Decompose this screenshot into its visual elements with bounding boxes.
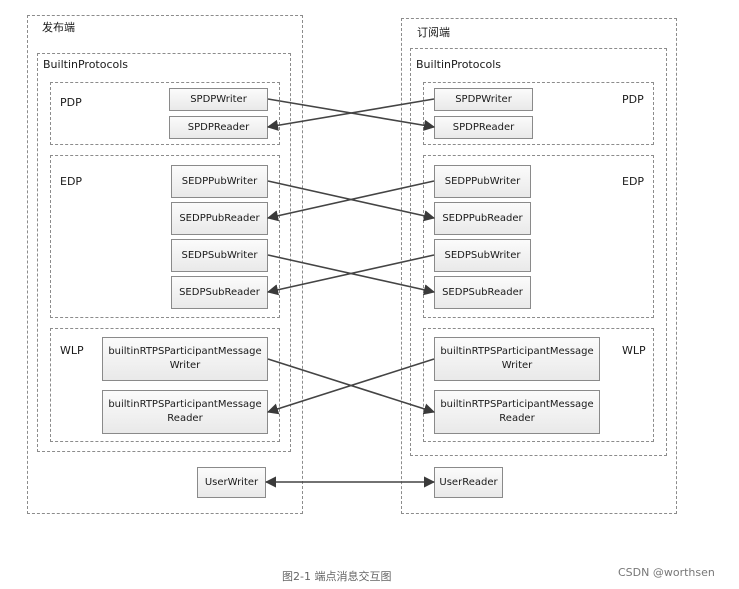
publisher-sedp-pub-writer: SEDPPubWriter	[171, 165, 268, 198]
subscriber-sedp-sub-writer-text: SEDPSubWriter	[444, 249, 521, 261]
publisher-builtin-label: BuiltinProtocols	[43, 58, 129, 71]
publisher-wlp-frame	[50, 328, 280, 442]
publisher-wlp-writer-line1: builtinRTPSParticipantMessage	[108, 346, 262, 357]
publisher-builtin-frame	[37, 53, 291, 452]
subscriber-spdp-writer: SPDPWriter	[434, 88, 533, 111]
publisher-sedp-sub-reader: SEDPSubReader	[171, 276, 268, 309]
publisher-title: 发布端	[42, 21, 75, 34]
subscriber-wlp-frame	[423, 328, 654, 442]
subscriber-edp-frame	[423, 155, 654, 318]
publisher-frame	[27, 15, 303, 514]
publisher-spdp-reader-text: SPDPReader	[187, 121, 250, 133]
subscriber-wlp-reader-line2: Reader	[499, 413, 535, 424]
subscriber-builtin-frame	[410, 48, 667, 456]
subscriber-pdp-frame	[423, 82, 654, 145]
subscriber-spdp-reader-text: SPDPReader	[452, 121, 515, 133]
figure-caption: 图2-1 端点消息交互图	[282, 570, 392, 583]
arrow-spdp-reader-to-writer	[266, 98, 435, 131]
subscriber-sedp-pub-writer-text: SEDPPubWriter	[444, 175, 521, 187]
arrow-sedp-pubreader-from-pubwriter	[266, 180, 435, 222]
publisher-sedp-sub-writer: SEDPSubWriter	[171, 239, 268, 272]
user-writer-text: UserWriter	[204, 476, 259, 488]
subscriber-sedp-sub-writer: SEDPSubWriter	[434, 239, 531, 272]
subscriber-wlp-label: WLP	[622, 344, 646, 357]
publisher-sedp-sub-writer-text: SEDPSubWriter	[181, 249, 258, 261]
subscriber-wlp-writer-line2: Writer	[501, 360, 533, 371]
publisher-sedp-pub-reader-text: SEDPPubReader	[179, 212, 260, 224]
publisher-edp-label: EDP	[60, 175, 83, 188]
publisher-pdp-label: PDP	[60, 96, 82, 109]
publisher-wlp-reader-line2: Reader	[167, 413, 203, 424]
subscriber-sedp-sub-reader-text: SEDPSubReader	[442, 286, 523, 298]
subscriber-title: 订阅端	[417, 26, 450, 39]
publisher-wlp-writer-line2: Writer	[169, 360, 201, 371]
publisher-spdp-writer: SPDPWriter	[169, 88, 268, 111]
publisher-sedp-sub-reader-text: SEDPSubReader	[179, 286, 260, 298]
subscriber-pdp-label: PDP	[622, 93, 644, 106]
publisher-wlp-label: WLP	[60, 344, 84, 357]
subscriber-wlp-reader-line1: builtinRTPSParticipantMessage	[440, 399, 594, 410]
publisher-edp-frame	[50, 155, 280, 318]
publisher-pdp-frame	[50, 82, 280, 145]
user-writer: UserWriter	[197, 467, 266, 498]
user-reader-text: UserReader	[439, 476, 498, 488]
subscriber-frame	[401, 18, 677, 514]
subscriber-spdp-writer-text: SPDPWriter	[455, 93, 512, 105]
publisher-wlp-reader-line1: builtinRTPSParticipantMessage	[108, 399, 262, 410]
subscriber-edp-label: EDP	[622, 175, 645, 188]
subscriber-sedp-pub-reader: SEDPPubReader	[434, 202, 531, 235]
subscriber-sedp-pub-reader-text: SEDPPubReader	[442, 212, 523, 224]
subscriber-builtin-label: BuiltinProtocols	[416, 58, 502, 71]
publisher-spdp-writer-text: SPDPWriter	[190, 93, 247, 105]
subscriber-wlp-writer-line1: builtinRTPSParticipantMessage	[440, 346, 594, 357]
publisher-sedp-pub-reader: SEDPPubReader	[171, 202, 268, 235]
watermark: CSDN @worthsen	[618, 566, 715, 579]
publisher-sedp-pub-writer-text: SEDPPubWriter	[181, 175, 258, 187]
subscriber-sedp-pub-writer: SEDPPubWriter	[434, 165, 531, 198]
arrow-wlp-reader-from-writer	[266, 358, 435, 415]
arrow-sedp-subreader-from-subwriter	[266, 254, 435, 296]
